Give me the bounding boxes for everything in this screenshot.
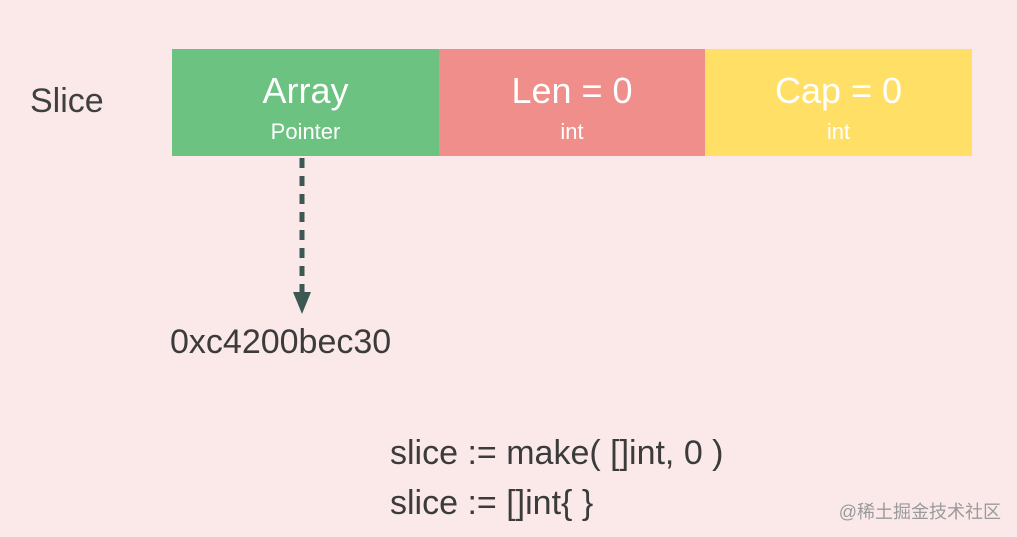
len-cell: Len = 0 int <box>439 49 705 156</box>
array-cell-title: Array <box>262 70 349 111</box>
cap-cell-type: int <box>826 119 851 144</box>
watermark: @稀土掘金技术社区 <box>838 502 1001 522</box>
slice-label: Slice <box>30 82 104 120</box>
cap-cell-title: Cap = 0 <box>774 70 903 111</box>
pointer-address: 0xc4200bec30 <box>170 323 392 361</box>
pointer-arrow <box>293 158 311 314</box>
array-pointer-cell: Array Pointer <box>172 49 439 156</box>
len-cell-type: int <box>560 119 584 144</box>
cap-cell: Cap = 0 int <box>705 49 972 156</box>
len-cell-title: Len = 0 <box>511 70 633 111</box>
array-cell-type: Pointer <box>270 119 341 144</box>
pointer-arrow-head <box>293 292 311 314</box>
code-line-literal: slice := []int{ } <box>390 484 594 522</box>
slice-header-struct: Array Pointer Len = 0 int Cap = 0 int <box>172 49 972 156</box>
code-line-make: slice := make( []int, 0 ) <box>390 434 724 472</box>
